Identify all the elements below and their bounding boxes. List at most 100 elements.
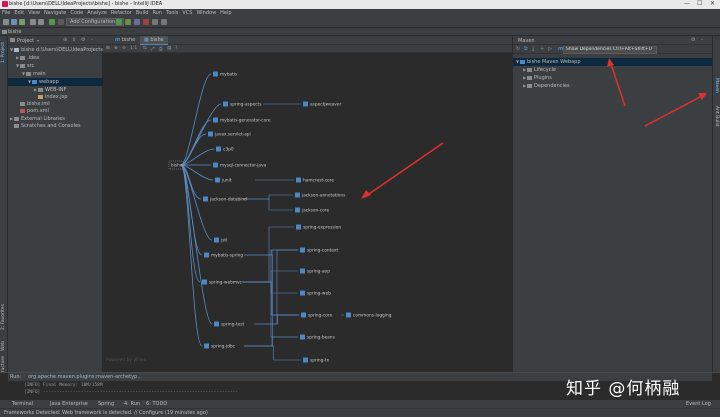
- zoom-out-icon[interactable]: ⊖: [122, 46, 126, 51]
- project-header-label[interactable]: Project: [17, 38, 35, 44]
- expand-arrow-icon[interactable]: ▼: [16, 63, 20, 68]
- build-icon[interactable]: [49, 19, 55, 25]
- print-icon[interactable]: ▤: [167, 46, 172, 51]
- editor-tab-bishe-pom[interactable]: m bishe: [111, 36, 139, 45]
- download-icon[interactable]: ⤓: [532, 46, 535, 52]
- project-tree-item[interactable]: bishe.iml: [8, 101, 103, 108]
- zoom-in-icon[interactable]: ⊕: [114, 46, 118, 51]
- diagram-node-mybatis-generator-core[interactable]: mybatis-generator-core: [213, 117, 271, 124]
- collapse-arrow-icon[interactable]: ▶: [16, 55, 20, 60]
- add-configuration-button[interactable]: Add Configuration...: [66, 18, 124, 26]
- maven-tree-item[interactable]: ▶Plugins: [513, 74, 713, 82]
- diagram-node-junit[interactable]: junit: [215, 177, 232, 184]
- menu-view[interactable]: View: [28, 10, 40, 16]
- diagram-node-hamcrest-core[interactable]: hamcrest-core: [296, 177, 334, 184]
- chevron-down-icon[interactable]: ▾: [37, 38, 40, 43]
- export-icon[interactable]: ⎙: [159, 47, 163, 52]
- project-tree-item[interactable]: pom.xml: [8, 108, 103, 115]
- run-icon[interactable]: [116, 19, 122, 25]
- layout-icon[interactable]: ⇆: [143, 46, 147, 51]
- maven-tree-item[interactable]: ▶Lifecycle: [513, 66, 713, 74]
- tool-tab-maven[interactable]: Maven: [714, 76, 719, 95]
- back-icon[interactable]: [30, 19, 36, 25]
- diagram-node-spring-jdbc[interactable]: spring-jdbc: [204, 343, 236, 350]
- add-icon[interactable]: +: [540, 46, 545, 52]
- gear-icon[interactable]: ⚙: [691, 37, 696, 43]
- project-structure-icon[interactable]: [152, 19, 158, 25]
- diagram-node-spring-web[interactable]: spring-web: [300, 290, 331, 297]
- diagram-node-jackson-annotations[interactable]: jackson-annotations: [295, 192, 346, 199]
- menu-refactor[interactable]: Refactor: [110, 10, 132, 16]
- collapse-arrow-icon[interactable]: ▶: [523, 75, 527, 80]
- diagram-node-c3p0[interactable]: c3p0: [216, 146, 234, 153]
- expand-arrow-icon[interactable]: ▼: [22, 71, 26, 76]
- diagram-node-spring-beans[interactable]: spring-beans: [300, 334, 336, 341]
- diagram-node-jstl[interactable]: jstl: [214, 237, 227, 244]
- maven-tree-item[interactable]: ▶Dependencies: [513, 82, 713, 90]
- maximize-button[interactable]: ☐: [697, 0, 703, 7]
- collapse-arrow-icon[interactable]: ▶: [523, 67, 527, 72]
- collapse-arrow-icon[interactable]: ▶: [10, 116, 14, 121]
- hide-icon[interactable]: –: [701, 37, 704, 43]
- tool-tab-web[interactable]: Web: [1, 341, 6, 351]
- expand-arrow-icon[interactable]: ▼: [28, 79, 32, 84]
- sync-icon[interactable]: [19, 19, 25, 25]
- diagram-node-spring-context[interactable]: spring-context: [300, 247, 338, 254]
- minimize-button[interactable]: —: [684, 0, 690, 7]
- close-button[interactable]: ✕: [710, 0, 716, 7]
- collapse-arrow-icon[interactable]: ▶: [523, 83, 527, 88]
- diagram-node-spring-aspects[interactable]: spring-aspects: [223, 101, 262, 108]
- diagram-node-mysql-connector-java[interactable]: mysql-connector-java: [213, 162, 267, 169]
- project-tree-item[interactable]: ▼bishe d:\Users\DELL\IdeaProjects\: [8, 46, 105, 54]
- project-tree-item[interactable]: Scratches and Consoles: [8, 123, 103, 130]
- diagram-node-jackson-core[interactable]: jackson-core: [295, 207, 329, 214]
- project-tree-item[interactable]: ▶.idea: [8, 54, 103, 62]
- tool-tab-favorites[interactable]: 2: Favorites: [1, 304, 6, 331]
- tool-tab-project[interactable]: 1: Project: [1, 40, 6, 66]
- diagram-node-spring-core[interactable]: spring-core: [301, 312, 333, 319]
- menu-run[interactable]: Run: [152, 10, 163, 16]
- diagram-node-mybatis[interactable]: mybatis: [213, 71, 238, 78]
- project-tree-item[interactable]: ▶External Libraries: [8, 115, 103, 123]
- dependency-diagram-canvas[interactable]: bishe mybatis spring-aspects aspectjweaver m…: [103, 53, 512, 372]
- tool-tab-terminal[interactable]: Terminal: [12, 401, 34, 407]
- menu-window[interactable]: Window: [196, 10, 217, 16]
- maven-tree-item[interactable]: ▼bishe Maven Webapp: [513, 58, 713, 66]
- project-tree-item[interactable]: index.jsp: [8, 94, 103, 101]
- project-tree-item[interactable]: ▼src: [8, 62, 103, 70]
- tool-tab-java-enterprise[interactable]: Java Enterprise: [50, 401, 88, 407]
- menu-file[interactable]: File: [2, 10, 11, 16]
- menu-help[interactable]: Help: [220, 10, 232, 16]
- tool-tab-todo[interactable]: 6: TODO: [146, 401, 168, 407]
- diagram-node-spring-aop[interactable]: spring-aop: [300, 268, 330, 275]
- reload-icon[interactable]: ↻: [516, 46, 521, 52]
- actual-size-icon[interactable]: 1:1: [130, 46, 138, 51]
- diagram-node-spring-tx[interactable]: spring-tx: [303, 357, 330, 364]
- menu-build[interactable]: Build: [135, 10, 149, 16]
- tool-tab-run[interactable]: 4: Run: [124, 401, 141, 407]
- fit-content-icon[interactable]: ⊞: [106, 46, 110, 51]
- menu-code[interactable]: Code: [70, 10, 84, 16]
- diagram-node-root[interactable]: bishe: [168, 160, 184, 170]
- breadcrumb[interactable]: bishe: [8, 29, 22, 35]
- hammer-icon[interactable]: [58, 19, 64, 25]
- save-icon[interactable]: [11, 19, 17, 25]
- debug-icon[interactable]: [125, 19, 131, 25]
- diagram-node-jackson-databind[interactable]: jackson-databind: [203, 196, 247, 203]
- event-log-button[interactable]: Event Log: [686, 401, 711, 407]
- collapse-icon[interactable]: ⇕: [72, 37, 77, 43]
- expand-arrow-icon[interactable]: ▼: [10, 47, 14, 52]
- generate-sources-icon[interactable]: ⧉: [524, 46, 528, 52]
- tool-tab-spring[interactable]: Spring: [98, 401, 115, 407]
- diagram-node-spring-test[interactable]: spring-test: [214, 321, 244, 328]
- menu-navigate[interactable]: Navigate: [43, 10, 67, 16]
- diagram-node-aspectjweaver[interactable]: aspectjweaver: [303, 101, 341, 108]
- forward-icon[interactable]: [38, 19, 44, 25]
- tool-tab-ant-build[interactable]: Ant Build: [714, 106, 719, 127]
- open-icon[interactable]: [3, 19, 9, 25]
- search-everywhere-icon[interactable]: [161, 19, 167, 25]
- project-tree-item[interactable]: ▼webapp: [8, 78, 103, 86]
- expand-arrow-icon[interactable]: ▼: [516, 59, 520, 64]
- diagram-node-commons-logging[interactable]: commons-logging: [346, 312, 392, 319]
- menu-vcs[interactable]: VCS: [182, 10, 193, 16]
